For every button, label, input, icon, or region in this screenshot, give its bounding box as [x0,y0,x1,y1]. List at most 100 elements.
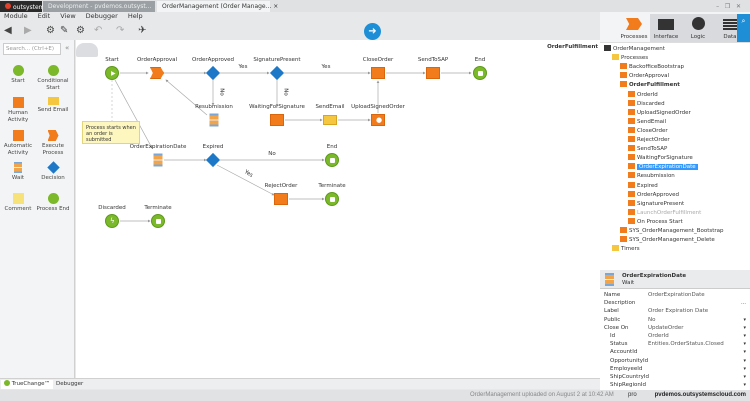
send-email-node[interactable] [323,115,337,125]
dropdown-icon[interactable]: … [741,300,746,307]
tool-decision[interactable]: Decision [36,161,70,182]
gears-icon[interactable]: ⚙ [76,25,85,36]
menu-help[interactable]: Help [127,12,143,20]
property-value[interactable]: UpdateOrder [648,324,684,331]
tab-processes[interactable]: Processes [618,14,650,42]
dropdown-icon[interactable]: ▾ [743,341,746,348]
plug-icon[interactable]: ✎ [60,25,69,36]
process-canvas[interactable]: OrderFulfillment Process starts when an … [76,40,600,378]
bug-icon[interactable]: ✈ [138,25,147,36]
property-row[interactable]: AccountId▾ [600,348,750,356]
tree-item[interactable]: SendToSAP [628,145,667,154]
tree-item[interactable]: SYS_OrderManagement_Bootstrap [620,227,724,236]
search-icon[interactable]: ⌕ [737,14,750,42]
property-row[interactable]: ShipRegionId▾ [600,381,750,389]
tree-item[interactable]: SendEmail [628,117,666,127]
terminate-node[interactable] [151,214,165,228]
forward-button[interactable]: ▶ [24,25,32,36]
dropdown-icon[interactable]: ▾ [743,316,746,323]
dropdown-icon[interactable]: ▾ [743,333,746,339]
property-value[interactable]: OrderExpirationDate [648,292,705,298]
wait-order-expiration-date[interactable] [153,153,163,167]
gear-icon[interactable]: ⚙ [46,25,55,36]
undo-icon[interactable]: ↶ [94,25,103,36]
tree-item[interactable]: OrderManagement [604,45,665,54]
redo-icon[interactable]: ↷ [116,25,125,36]
activity-waiting-for-signature[interactable] [270,114,284,126]
human-activity-upload-signed-order[interactable]: ● [371,114,385,126]
tree-item[interactable]: CloseOrder [628,126,668,136]
tool-wait[interactable]: Wait [1,162,35,182]
tree-item[interactable]: OrderFulfillment [620,81,680,90]
dropdown-icon[interactable]: ▾ [743,365,746,372]
tree-item[interactable]: SignaturePresent [628,199,684,209]
dropdown-icon[interactable]: ▾ [743,374,746,380]
dropdown-icon[interactable]: ▾ [743,349,746,356]
tool-send-email[interactable]: Send Email [36,97,70,114]
property-row[interactable]: ShipCountryId▾ [600,373,750,381]
tool-conditional-start[interactable]: Conditional Start [36,65,70,92]
menu-edit[interactable]: Edit [37,12,51,20]
collapse-toolbox-button[interactable]: « [65,44,70,52]
tree-item[interactable]: OrderId [628,90,658,100]
dropdown-icon[interactable]: ▾ [743,357,746,364]
property-row[interactable]: EmployeeId▾ [600,365,750,373]
tree-item[interactable]: RejectOrder [628,136,670,145]
tree-item[interactable]: Expired [628,181,658,191]
tree-item[interactable]: BackofficeBootstrap [620,63,684,72]
tree-item[interactable]: Processes [612,54,648,63]
property-row[interactable]: Description… [600,299,750,307]
activity-send-to-sap[interactable] [426,67,440,79]
property-value[interactable]: Entities.OrderStatus.Closed [648,341,724,348]
tab-interface[interactable]: Interface [650,14,682,42]
tree-item[interactable]: OrderApproval [620,72,669,81]
property-value[interactable]: Order Expiration Date [648,308,709,315]
dropdown-icon[interactable]: ▾ [743,324,746,331]
tree-item[interactable]: Discarded [628,99,665,109]
tree-item[interactable]: On Process Start [628,217,683,227]
tab-logic[interactable]: Logic [682,14,714,42]
outsystems-logo[interactable]: outsystems [0,1,48,12]
conditional-start-discarded[interactable]: ϟ [105,214,119,228]
start-node[interactable]: ▶ [105,66,119,80]
tree-item[interactable]: UploadSignedOrder [628,108,691,118]
tool-human-activity[interactable]: Human Activity [1,97,35,124]
tree-item[interactable]: OrderExpirationDate [628,163,698,172]
back-button[interactable]: ◀ [4,25,12,36]
dropdown-icon[interactable]: ▾ [743,382,746,389]
tree-item[interactable]: SYS_OrderManagement_Delete [620,236,715,245]
tool-comment[interactable]: Comment [1,193,35,213]
tree-item[interactable]: OrderApproved [628,190,679,200]
activity-close-order[interactable] [371,67,385,79]
minimize-button[interactable]: – [716,3,720,10]
tool-automatic-activity[interactable]: Automatic Activity [1,130,35,157]
tool-start[interactable]: Start [1,65,35,85]
tool-process-end[interactable]: Process End [36,193,70,213]
end-node[interactable] [325,153,339,167]
terminate-node[interactable] [325,192,339,206]
menu-view[interactable]: View [60,12,76,20]
close-button[interactable]: ✕ [735,3,741,10]
tab-truechange[interactable]: TrueChange™ [1,380,53,389]
wait-resubmission[interactable] [209,113,219,127]
tree-item[interactable]: LaunchOrderFulfillment [628,208,701,218]
tab-development[interactable]: Development - pvdemos.outsyst... [43,1,155,12]
tree-item[interactable]: WaitingForSignature [628,154,693,163]
close-tab-icon[interactable]: × [273,3,279,10]
menu-debugger[interactable]: Debugger [85,12,118,20]
property-value[interactable]: No [648,316,656,323]
activity-reject-order[interactable] [274,193,288,205]
restore-button[interactable]: ❐ [724,3,731,10]
tab-debugger[interactable]: Debugger [56,381,84,387]
property-value[interactable]: OrderId [648,333,669,339]
property-row[interactable]: OpportunityId▾ [600,357,750,365]
tree-item[interactable]: Resubmission [628,172,675,181]
menu-module[interactable]: Module [4,12,28,20]
tree-item[interactable]: Timers [612,245,640,254]
